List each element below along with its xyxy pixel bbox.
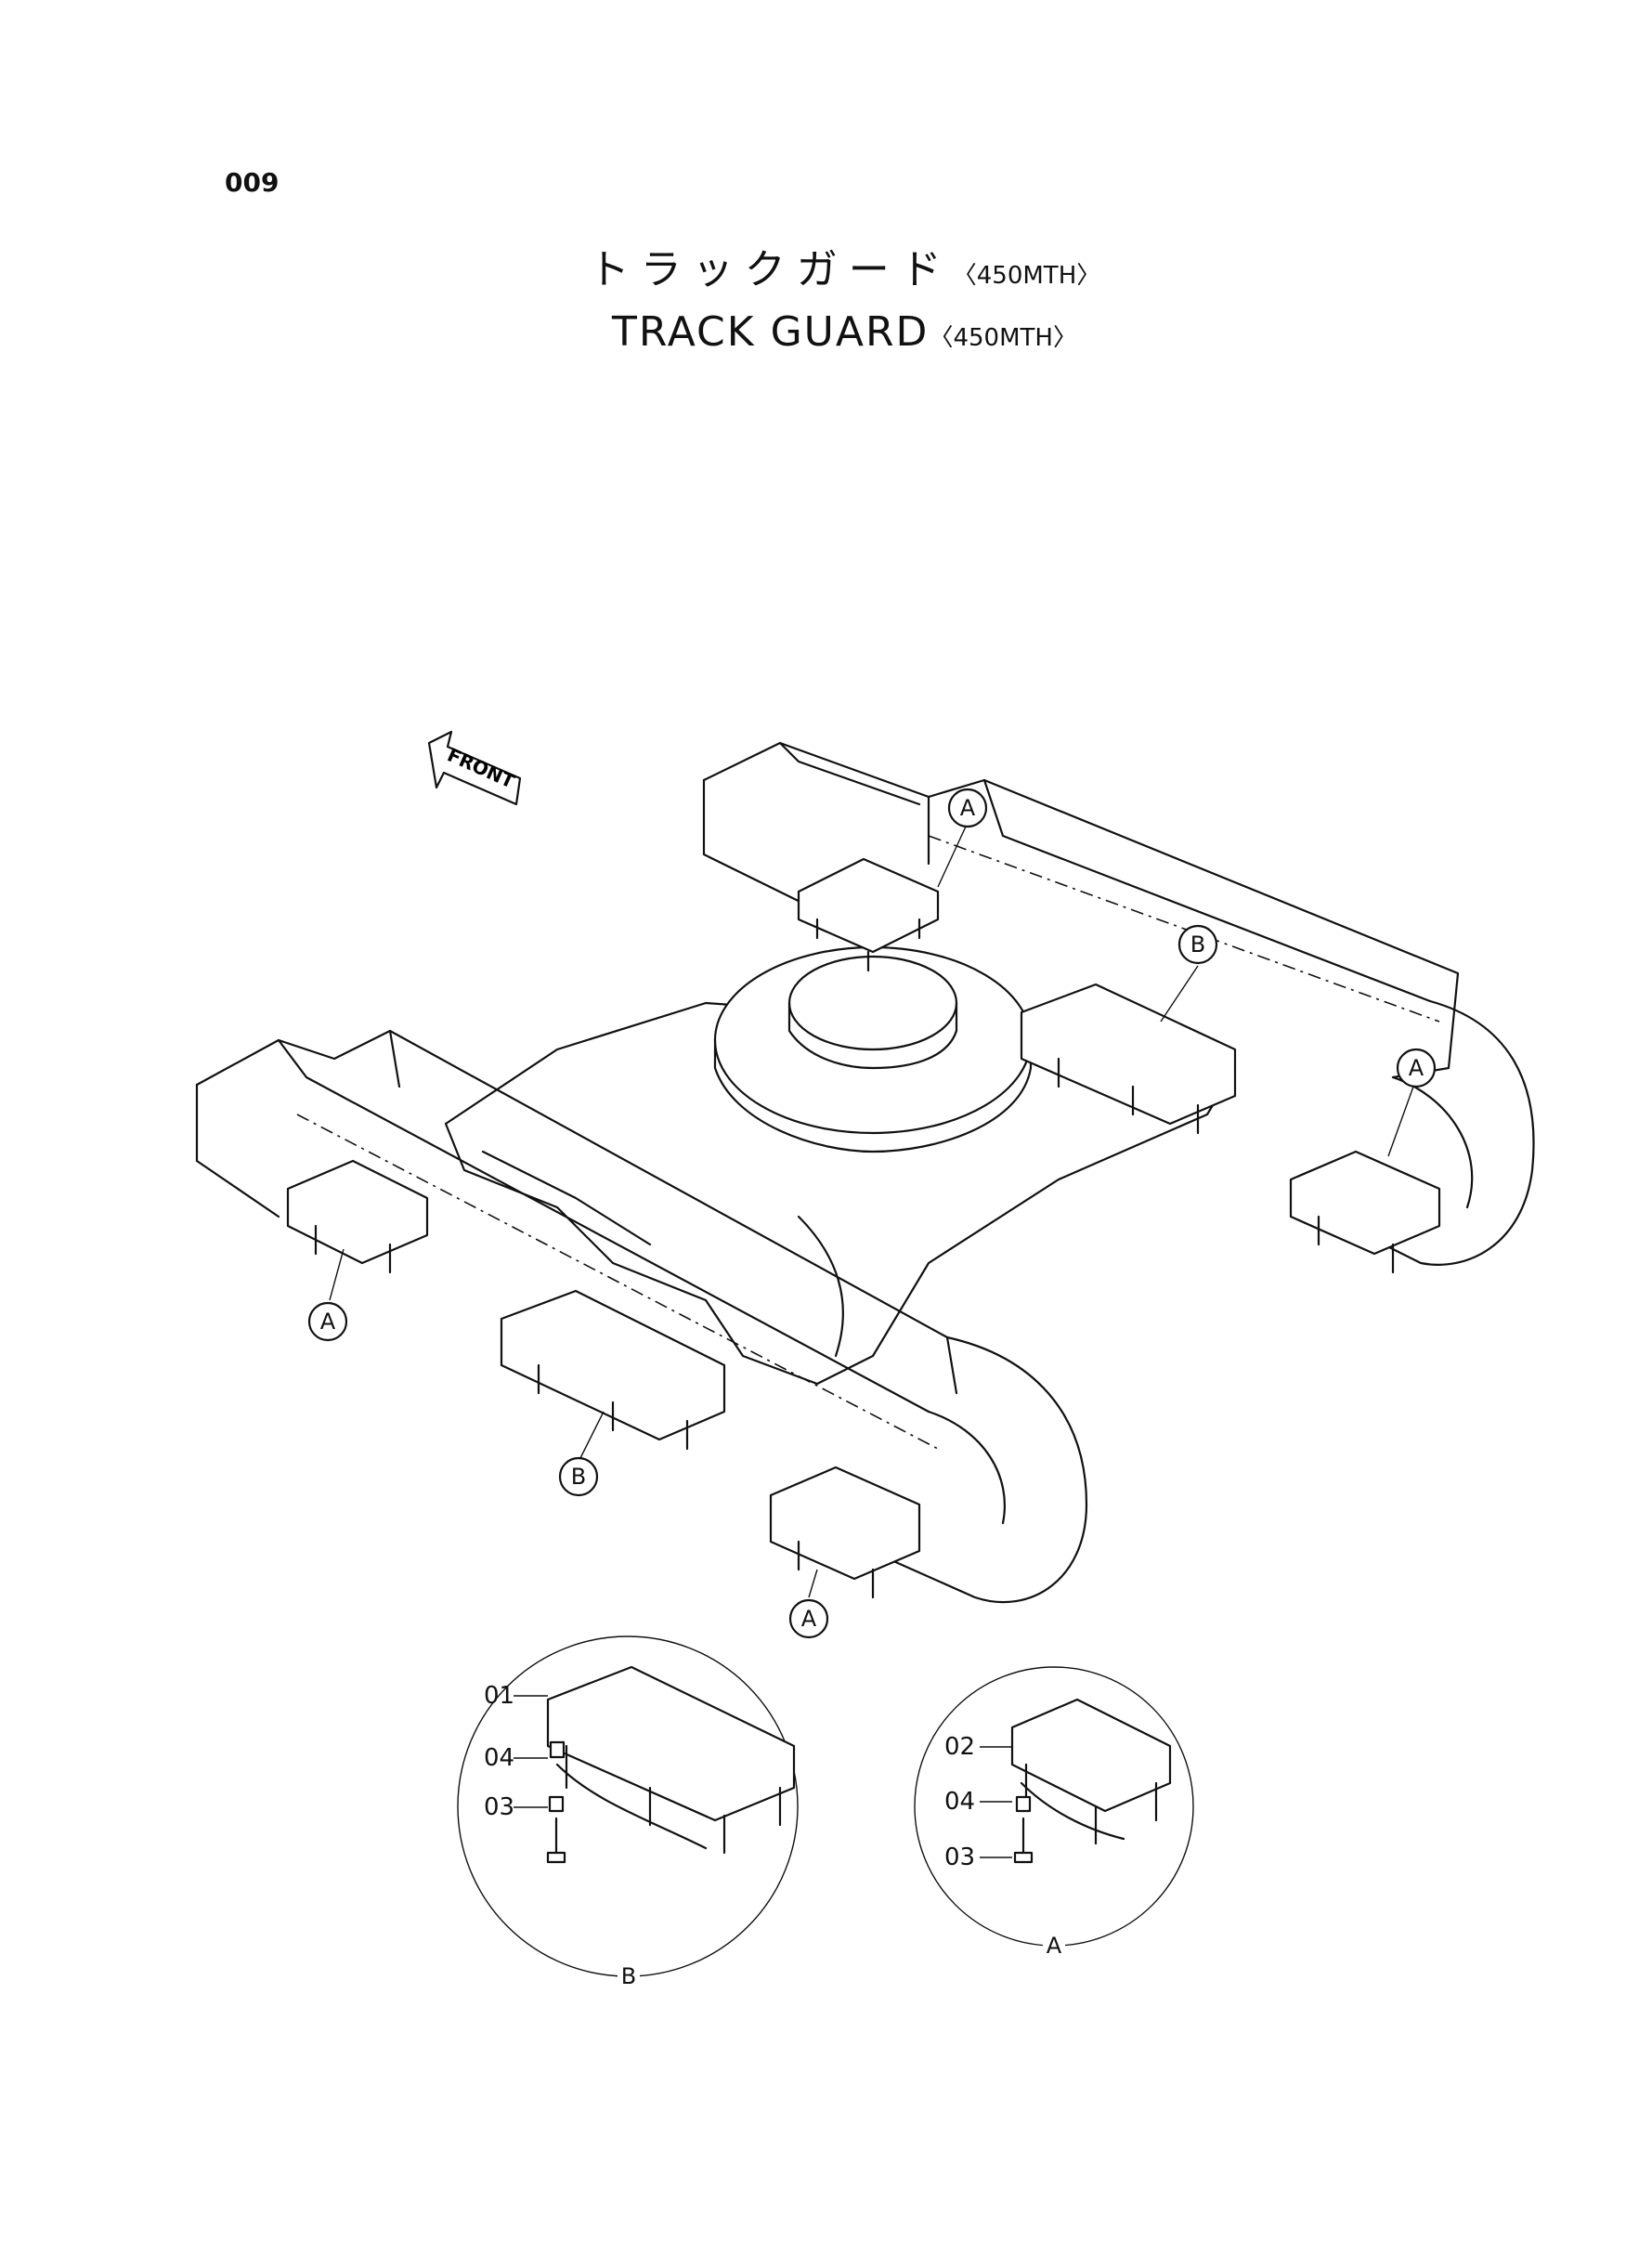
- track-guard-left-a: [286, 1159, 429, 1274]
- detail-a-label: A: [1047, 1933, 1062, 1959]
- model-code-jp: 〈450MTH〉: [952, 262, 1101, 290]
- model-code-en: 〈450MTH〉: [929, 324, 1077, 352]
- callout-a-right: A: [1396, 1048, 1437, 1088]
- callout-a-left: A: [307, 1301, 348, 1342]
- callout-a-front-label: A: [801, 1606, 817, 1632]
- track-guard-right-a: [1289, 1150, 1441, 1274]
- detail-a-part-03: 03: [944, 1844, 975, 1871]
- detail-b-part-03: 03: [484, 1793, 514, 1821]
- swing-bearing: [713, 945, 1033, 1153]
- detail-a-part-04: 04: [944, 1788, 975, 1816]
- track-guard-top-a: [797, 857, 940, 972]
- callout-a-left-label: A: [320, 1309, 336, 1335]
- detail-b-part-04: 04: [484, 1744, 514, 1772]
- page-number: 009: [225, 167, 280, 198]
- track-guard-right-b: [1020, 983, 1237, 1135]
- detail-a-part-02: 02: [944, 1733, 975, 1761]
- detail-b-part-01: 01: [484, 1682, 514, 1710]
- callout-b-left-label: B: [571, 1464, 586, 1490]
- track-guard-left-b: [500, 1289, 726, 1451]
- right-side-frame: [702, 741, 1535, 1266]
- title-english-line: TRACK GUARD〈450MTH〉: [0, 306, 1652, 368]
- callout-a-front: A: [788, 1598, 829, 1639]
- detail-b: 01 04 03 B: [457, 1635, 799, 1989]
- callout-b-left: B: [558, 1456, 599, 1497]
- title-japanese-line: トラックガード〈450MTH〉: [0, 243, 1652, 306]
- callout-a-top: A: [947, 788, 988, 828]
- title-english: TRACK GUARD: [612, 308, 930, 356]
- callout-b-right: B: [1177, 924, 1218, 965]
- title-japanese: トラックガード: [588, 246, 953, 293]
- callout-a-right-label: A: [1409, 1055, 1424, 1081]
- track-guard-front-a: [769, 1466, 921, 1599]
- detail-b-label: B: [621, 1963, 636, 1989]
- front-arrow: FRONT: [427, 730, 522, 806]
- callout-b-right-label: B: [1190, 932, 1205, 958]
- callout-a-top-label: A: [960, 795, 976, 821]
- left-side-frame: [195, 1029, 1088, 1604]
- title-block: トラックガード〈450MTH〉 TRACK GUARD〈450MTH〉: [0, 243, 1652, 368]
- detail-a: 02 04 03 A: [914, 1666, 1194, 1959]
